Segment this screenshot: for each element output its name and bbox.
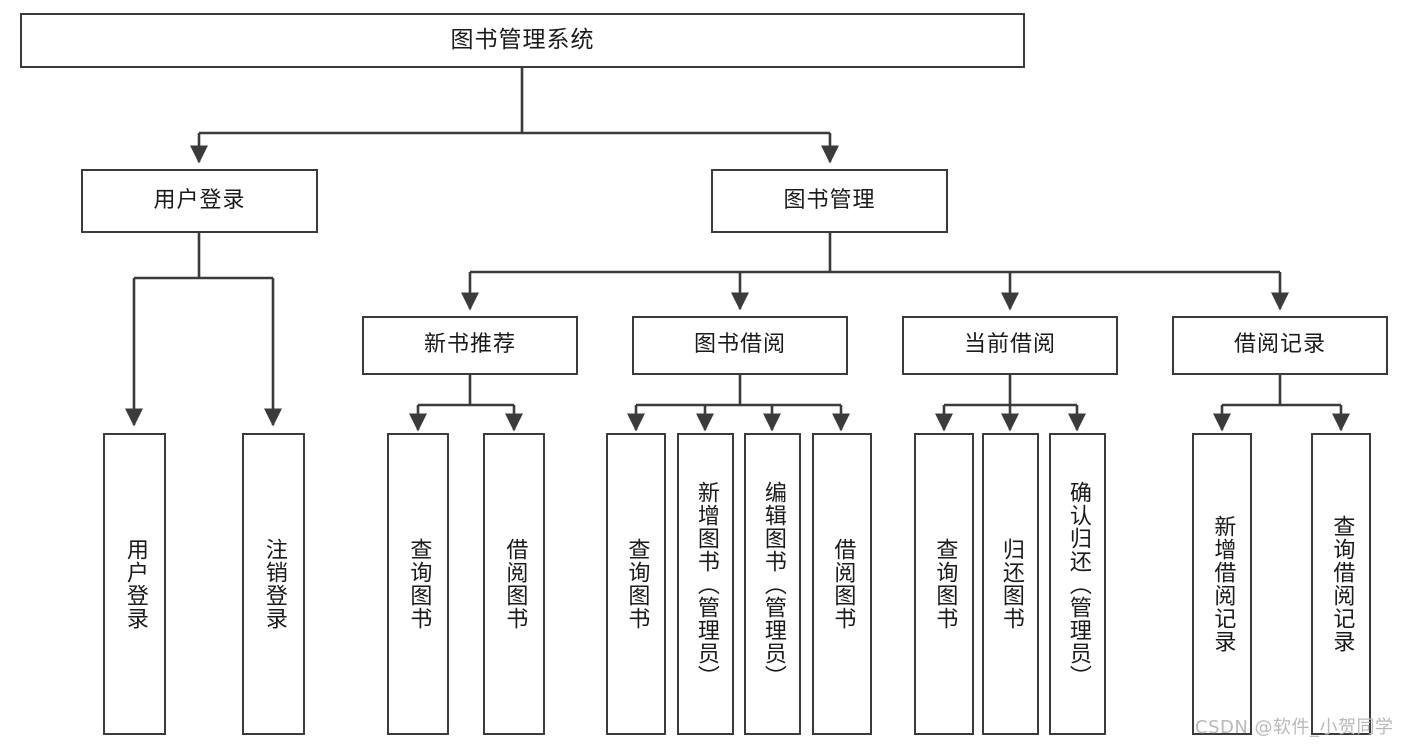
watermark-text: CSDN @软件_小贺同学 (1195, 717, 1394, 738)
leaf-borrow-book-2[interactable]: 借阅图书 (812, 433, 872, 735)
node-label: 查询图书 (624, 538, 650, 630)
node-book-management[interactable]: 图书管理 (711, 169, 948, 233)
leaf-query-borrow-record[interactable]: 查询借阅记录 (1311, 433, 1371, 735)
node-label: 确认归还（管理员） (1065, 480, 1091, 688)
node-label: 图书管理 (783, 187, 876, 213)
node-label: 查询图书 (932, 538, 958, 630)
node-label: 当前借阅 (963, 332, 1056, 358)
leaf-add-book-admin[interactable]: 新增图书（管理员） (677, 433, 734, 735)
node-label: 图书管理系统 (450, 26, 595, 53)
node-label: 新增图书（管理员） (693, 480, 719, 688)
leaf-edit-book-admin[interactable]: 编辑图书（管理员） (744, 433, 801, 735)
node-label: 借阅图书 (502, 538, 528, 630)
leaf-add-borrow-record[interactable]: 新增借阅记录 (1192, 433, 1252, 735)
node-label: 图书借阅 (693, 332, 786, 358)
node-label: 归还图书 (998, 538, 1024, 630)
node-label: 编辑图书（管理员） (760, 480, 786, 688)
leaf-query-book-1[interactable]: 查询图书 (387, 433, 449, 735)
node-label: 新书推荐 (423, 332, 516, 358)
node-label: 新增借阅记录 (1210, 515, 1236, 653)
node-label: 用户登录 (153, 187, 246, 213)
leaf-user-login[interactable]: 用户登录 (103, 433, 166, 735)
leaf-borrow-book-1[interactable]: 借阅图书 (483, 433, 545, 735)
leaf-query-book-2[interactable]: 查询图书 (606, 433, 666, 735)
node-book-borrow[interactable]: 图书借阅 (632, 316, 848, 375)
node-label: 借阅记录 (1233, 332, 1326, 358)
leaf-query-book-3[interactable]: 查询图书 (914, 433, 974, 735)
leaf-logout-login[interactable]: 注销登录 (242, 433, 305, 735)
node-label: 用户登录 (122, 538, 148, 630)
node-label: 注销登录 (261, 538, 287, 630)
leaf-confirm-return-admin[interactable]: 确认归还（管理员） (1049, 433, 1106, 735)
node-current-borrow[interactable]: 当前借阅 (902, 316, 1118, 375)
node-label: 查询图书 (406, 538, 432, 630)
node-user-login[interactable]: 用户登录 (81, 169, 318, 233)
node-label: 查询借阅记录 (1329, 515, 1355, 653)
node-label: 借阅图书 (830, 538, 856, 630)
leaf-return-book[interactable]: 归还图书 (982, 433, 1039, 735)
node-book-management-system[interactable]: 图书管理系统 (20, 13, 1025, 68)
node-borrow-record[interactable]: 借阅记录 (1172, 316, 1388, 375)
node-new-book-recommend[interactable]: 新书推荐 (362, 316, 578, 375)
